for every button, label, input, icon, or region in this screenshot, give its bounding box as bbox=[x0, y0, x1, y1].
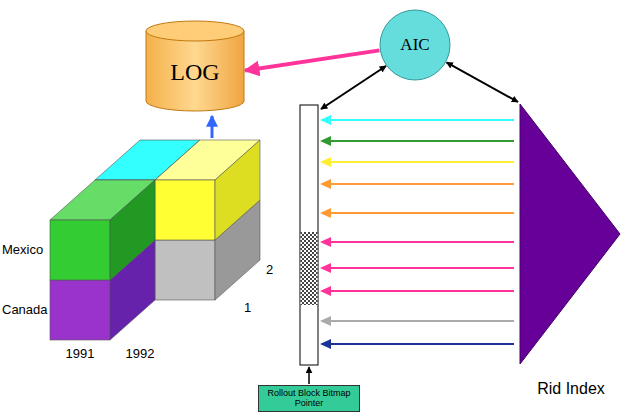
rid-pointer-arrows bbox=[320, 115, 514, 349]
cylinder-body bbox=[146, 31, 244, 111]
depth-label: 1 bbox=[244, 300, 251, 315]
drawing-part bbox=[320, 286, 331, 296]
aic-bar-arrow bbox=[321, 66, 386, 109]
drawing-part bbox=[110, 180, 155, 280]
row-label: Mexico bbox=[2, 242, 43, 257]
log-store: LOG bbox=[145, 20, 245, 112]
drawing-part bbox=[320, 208, 331, 218]
node-text: Rollout Block Bitmap Pointer bbox=[263, 388, 355, 409]
drawing-part bbox=[330, 212, 514, 214]
drawing-part bbox=[155, 240, 215, 300]
drawing-part bbox=[330, 290, 514, 292]
triangle-fill bbox=[520, 104, 620, 364]
log-arrow bbox=[245, 50, 379, 70]
cylinder-top bbox=[146, 21, 244, 41]
drawing-part bbox=[330, 267, 514, 269]
drawing-part bbox=[320, 136, 331, 146]
node-text: AIC bbox=[400, 35, 429, 55]
triangle-outline bbox=[518, 102, 624, 402]
drawing-part bbox=[320, 157, 331, 167]
drawing-part bbox=[320, 316, 331, 326]
drawing-part bbox=[301, 232, 318, 305]
drawing-part bbox=[330, 140, 514, 142]
node-text: Rid Index bbox=[537, 380, 605, 398]
drawing-part bbox=[320, 339, 331, 349]
drawing-part bbox=[320, 263, 331, 273]
bitmap-bar bbox=[300, 105, 318, 365]
circle-fill bbox=[380, 10, 450, 80]
depth-label: 2 bbox=[266, 262, 273, 277]
drawing-part bbox=[320, 115, 331, 125]
drawing-part bbox=[155, 180, 215, 240]
write-arrow bbox=[211, 116, 214, 138]
column-label: 1992 bbox=[126, 346, 155, 361]
index-arrow bbox=[446, 62, 518, 102]
row-label: Canada bbox=[2, 302, 48, 317]
pointer-box: Rollout Block Bitmap Pointer bbox=[258, 385, 360, 412]
pointer-arrow bbox=[308, 367, 310, 384]
drawing-part bbox=[330, 343, 514, 345]
data-cube bbox=[50, 140, 260, 340]
drawing-part bbox=[320, 237, 331, 247]
drawing-part bbox=[320, 179, 331, 189]
drawing-part bbox=[330, 119, 514, 121]
drawing-part bbox=[300, 105, 318, 365]
drawing-part bbox=[50, 280, 110, 340]
drawing-part bbox=[330, 183, 514, 185]
drawing-part bbox=[330, 320, 514, 322]
node-text: LOG bbox=[170, 59, 219, 87]
drawing-part bbox=[50, 220, 110, 280]
drawing-part bbox=[215, 140, 260, 240]
rid-index: Rid Index bbox=[518, 102, 624, 402]
drawing-part bbox=[330, 161, 514, 163]
column-label: 1991 bbox=[66, 346, 95, 361]
drawing-part bbox=[330, 241, 514, 243]
aic-circle: AIC bbox=[379, 9, 451, 81]
